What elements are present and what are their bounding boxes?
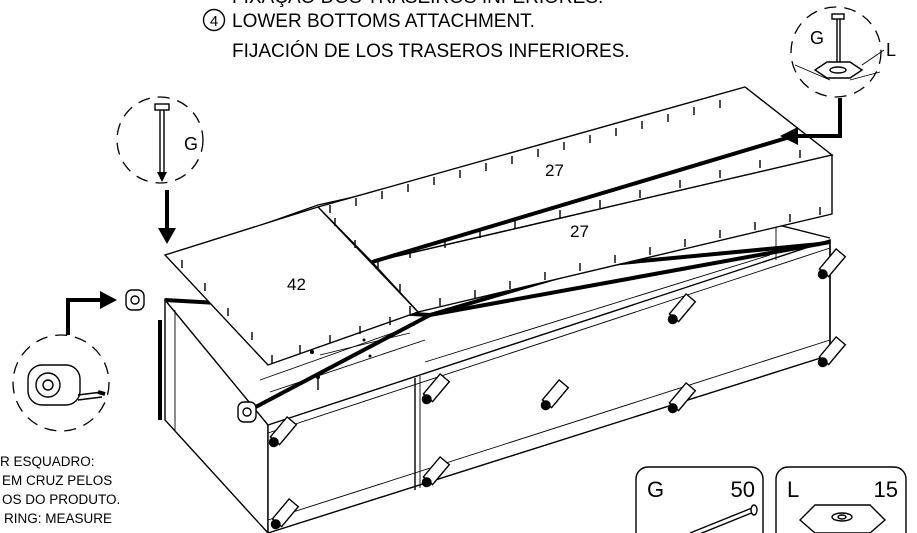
panel-label-27-upper: 27 — [545, 161, 564, 180]
foot — [421, 455, 451, 488]
parts-box-l: L 15 — [775, 466, 907, 533]
foot — [540, 378, 570, 411]
tape-measure-icon — [237, 401, 257, 423]
parts-box-g: G 50 — [635, 466, 764, 533]
part-code-l: L — [787, 477, 799, 502]
note-line: R ESQUADRO: — [0, 454, 95, 469]
foot — [268, 415, 298, 448]
step-title-en: LOWER BOTTOMS ATTACHMENT. — [232, 11, 535, 32]
callout-glide-right: G L — [780, 6, 896, 145]
foot — [667, 292, 697, 325]
foot — [817, 335, 847, 368]
nail-icon — [689, 504, 758, 533]
step-number-circle — [202, 8, 226, 32]
part-qty-l: 15 — [874, 477, 898, 502]
step-title-es: FIJACIÓN DE LOS TRASEROS INFERIORES. — [232, 40, 630, 62]
glide-icon — [798, 504, 887, 533]
tape-measure-icon — [27, 364, 106, 406]
callout-label-g-left: G — [184, 134, 198, 154]
step-header: 4 FIXAÇÃO DOS TRASEIROS INFERIORES. LOWE… — [202, 0, 630, 62]
cabinet-feet — [268, 247, 847, 530]
part-code-g: G — [647, 477, 664, 502]
callout-nail-left: G — [116, 96, 204, 244]
bottom-panels: 27 27 42 — [163, 86, 834, 366]
foot — [667, 381, 697, 414]
squaring-note: R ESQUADRO: EM CRUZ PELOS OS DO PRODUTO.… — [0, 454, 120, 526]
step-title-pt: FIXAÇÃO DOS TRASEIROS INFERIORES. — [232, 0, 603, 8]
part-qty-g: 50 — [731, 477, 755, 502]
nail-ticks — [181, 100, 821, 363]
step-number: 4 — [210, 13, 218, 30]
note-line: EM CRUZ PELOS — [2, 473, 112, 488]
panel-label-42: 42 — [287, 275, 306, 294]
panel-label-27-lower: 27 — [570, 222, 589, 241]
foot — [421, 372, 451, 405]
foot — [817, 247, 847, 280]
callout-label-l-right: L — [886, 40, 896, 60]
callout-tape-measure — [12, 291, 117, 432]
note-line: OS DO PRODUTO. — [2, 492, 120, 507]
callout-label-g-right: G — [810, 28, 824, 48]
foot — [270, 497, 300, 530]
tape-measure-icon — [125, 289, 145, 311]
note-line: RING: MEASURE — [4, 511, 112, 526]
